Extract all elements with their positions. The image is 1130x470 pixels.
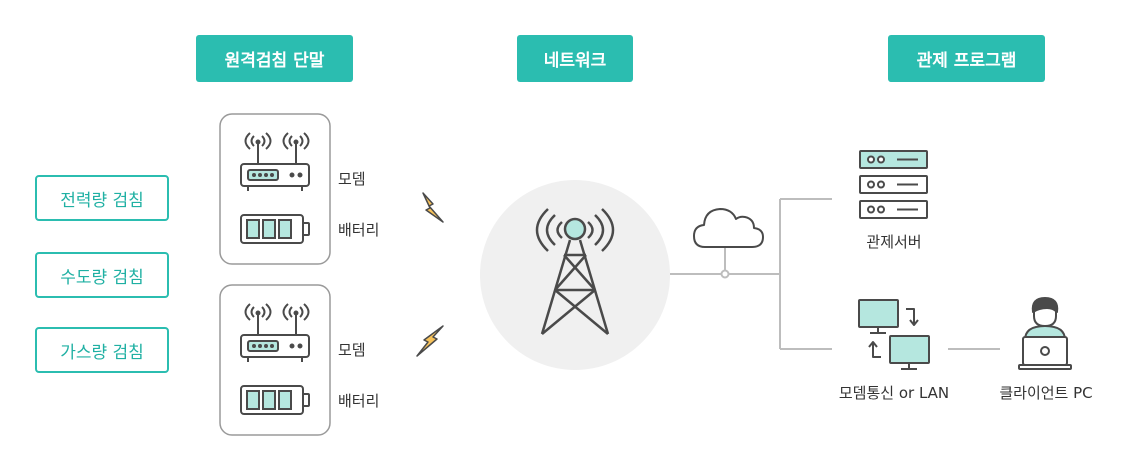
- modem-label: 모뎀: [338, 170, 366, 188]
- network-circle: [480, 180, 670, 370]
- battery-icon: [240, 214, 310, 244]
- battery-label: 배터리: [338, 221, 380, 239]
- cloud-icon: [693, 208, 764, 248]
- modem-label: 모뎀: [338, 341, 366, 359]
- server-icon: [859, 150, 928, 219]
- header-control: 관제 프로그램: [888, 35, 1045, 82]
- meter-electricity: 전력량 검침: [35, 175, 169, 221]
- battery-label: 배터리: [338, 392, 380, 410]
- header-terminal: 원격검침 단말: [196, 35, 353, 82]
- meter-water: 수도량 검침: [35, 252, 169, 298]
- monitor-icon: [858, 299, 899, 334]
- lightning-icon: [422, 192, 444, 223]
- modem-icon: [240, 303, 310, 362]
- lightning-icon: [416, 325, 444, 357]
- meter-gas: 가스량 검침: [35, 327, 169, 373]
- client-pc-icon: [1018, 297, 1072, 370]
- junction-dot: [720, 269, 730, 279]
- server-label: 관제서버: [866, 233, 922, 251]
- battery-icon: [240, 385, 310, 415]
- monitor-icon: [889, 335, 930, 370]
- cell-tower-icon: [535, 208, 615, 335]
- modem-icon: [240, 132, 310, 191]
- header-network: 네트워크: [517, 35, 633, 82]
- client-pc-label: 클라이언트 PC: [999, 384, 1093, 402]
- exchange-arrows-icon: [868, 308, 919, 358]
- comm-label: 모뎀통신 or LAN: [838, 384, 950, 402]
